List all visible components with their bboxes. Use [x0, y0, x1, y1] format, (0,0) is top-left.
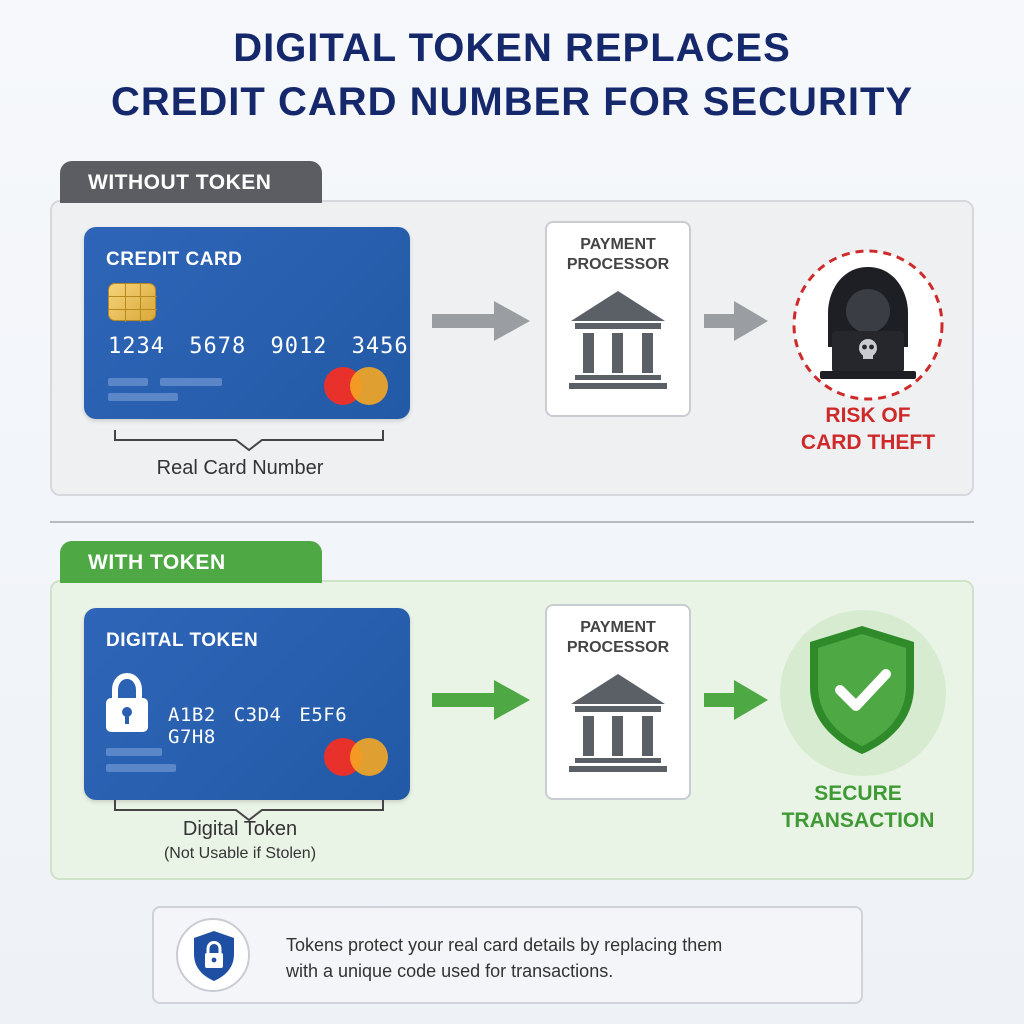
digital-token-card: DIGITAL TOKEN A1B2 C3D4 E5F6 G7H8 — [84, 608, 410, 800]
with-token-tab: WITH TOKEN — [60, 541, 322, 583]
credit-card-title: CREDIT CARD — [106, 249, 243, 270]
lock-icon — [106, 672, 148, 732]
payment-processor-label: PAYMENT PROCESSOR — [547, 235, 689, 275]
real-card-number-caption: Real Card Number — [156, 457, 324, 479]
section-divider — [50, 521, 974, 523]
arrow-right-icon — [704, 680, 768, 720]
info-text-line-2: with a unique code used for transactions… — [286, 961, 614, 981]
payment-processor-box: PAYMENT PROCESSOR — [545, 221, 691, 417]
info-icon-circle — [176, 918, 250, 992]
credit-card-number: 1234 5678 9012 3456 — [108, 334, 409, 359]
card-line — [106, 764, 176, 772]
info-text: Tokens protect your real card details by… — [286, 932, 846, 984]
bank-icon — [569, 674, 667, 772]
payment-processor-box: PAYMENT PROCESSOR — [545, 604, 691, 800]
card-line — [108, 393, 178, 401]
risk-label-line-2: CARD THEFT — [800, 431, 936, 454]
without-token-tab: WITHOUT TOKEN — [60, 161, 322, 203]
card-line — [108, 378, 148, 386]
shield-check-icon — [810, 626, 914, 754]
secure-transaction-label: SECURE TRANSACTION — [760, 780, 956, 834]
arrow-right-icon — [704, 301, 768, 341]
risk-label-line-1: RISK OF — [825, 404, 911, 427]
arrow-right-icon — [432, 680, 530, 720]
processor-label-line-2: PROCESSOR — [566, 256, 670, 273]
digital-token-title: DIGITAL TOKEN — [106, 630, 259, 651]
processor-label-line-1: PAYMENT — [580, 619, 656, 636]
hacker-icon — [792, 249, 944, 401]
chip-icon — [108, 283, 157, 322]
digital-token-number: A1B2 C3D4 E5F6 G7H8 — [168, 704, 348, 748]
page-title-line-1: DIGITAL TOKEN REPLACES — [233, 26, 791, 70]
info-box: Tokens protect your real card details by… — [152, 906, 863, 1004]
processor-label-line-2: PROCESSOR — [566, 639, 670, 656]
arrow-right-icon — [432, 301, 530, 341]
digital-token-caption: Digital Token — [182, 818, 298, 840]
card-line — [106, 748, 162, 756]
processor-label-line-1: PAYMENT — [580, 236, 656, 253]
card-bracket — [114, 430, 384, 452]
bank-icon — [569, 291, 667, 389]
card-line — [160, 378, 222, 386]
mastercard-logo-overlap — [350, 738, 388, 776]
shield-lock-icon — [194, 931, 234, 981]
token-bracket — [114, 800, 384, 822]
info-text-line-1: Tokens protect your real card details by… — [286, 935, 723, 955]
secure-label-line-1: SECURE — [814, 782, 902, 805]
page-title-line-2: CREDIT CARD NUMBER FOR SECURITY — [110, 80, 914, 124]
payment-processor-label: PAYMENT PROCESSOR — [547, 618, 689, 658]
credit-card: CREDIT CARD 1234 5678 9012 3456 — [84, 227, 410, 419]
secure-label-line-2: TRANSACTION — [781, 809, 935, 832]
risk-of-card-theft-label: RISK OF CARD THEFT — [770, 402, 966, 456]
mastercard-logo-overlap — [350, 367, 388, 405]
digital-token-subcaption: (Not Usable if Stolen) — [163, 845, 317, 862]
